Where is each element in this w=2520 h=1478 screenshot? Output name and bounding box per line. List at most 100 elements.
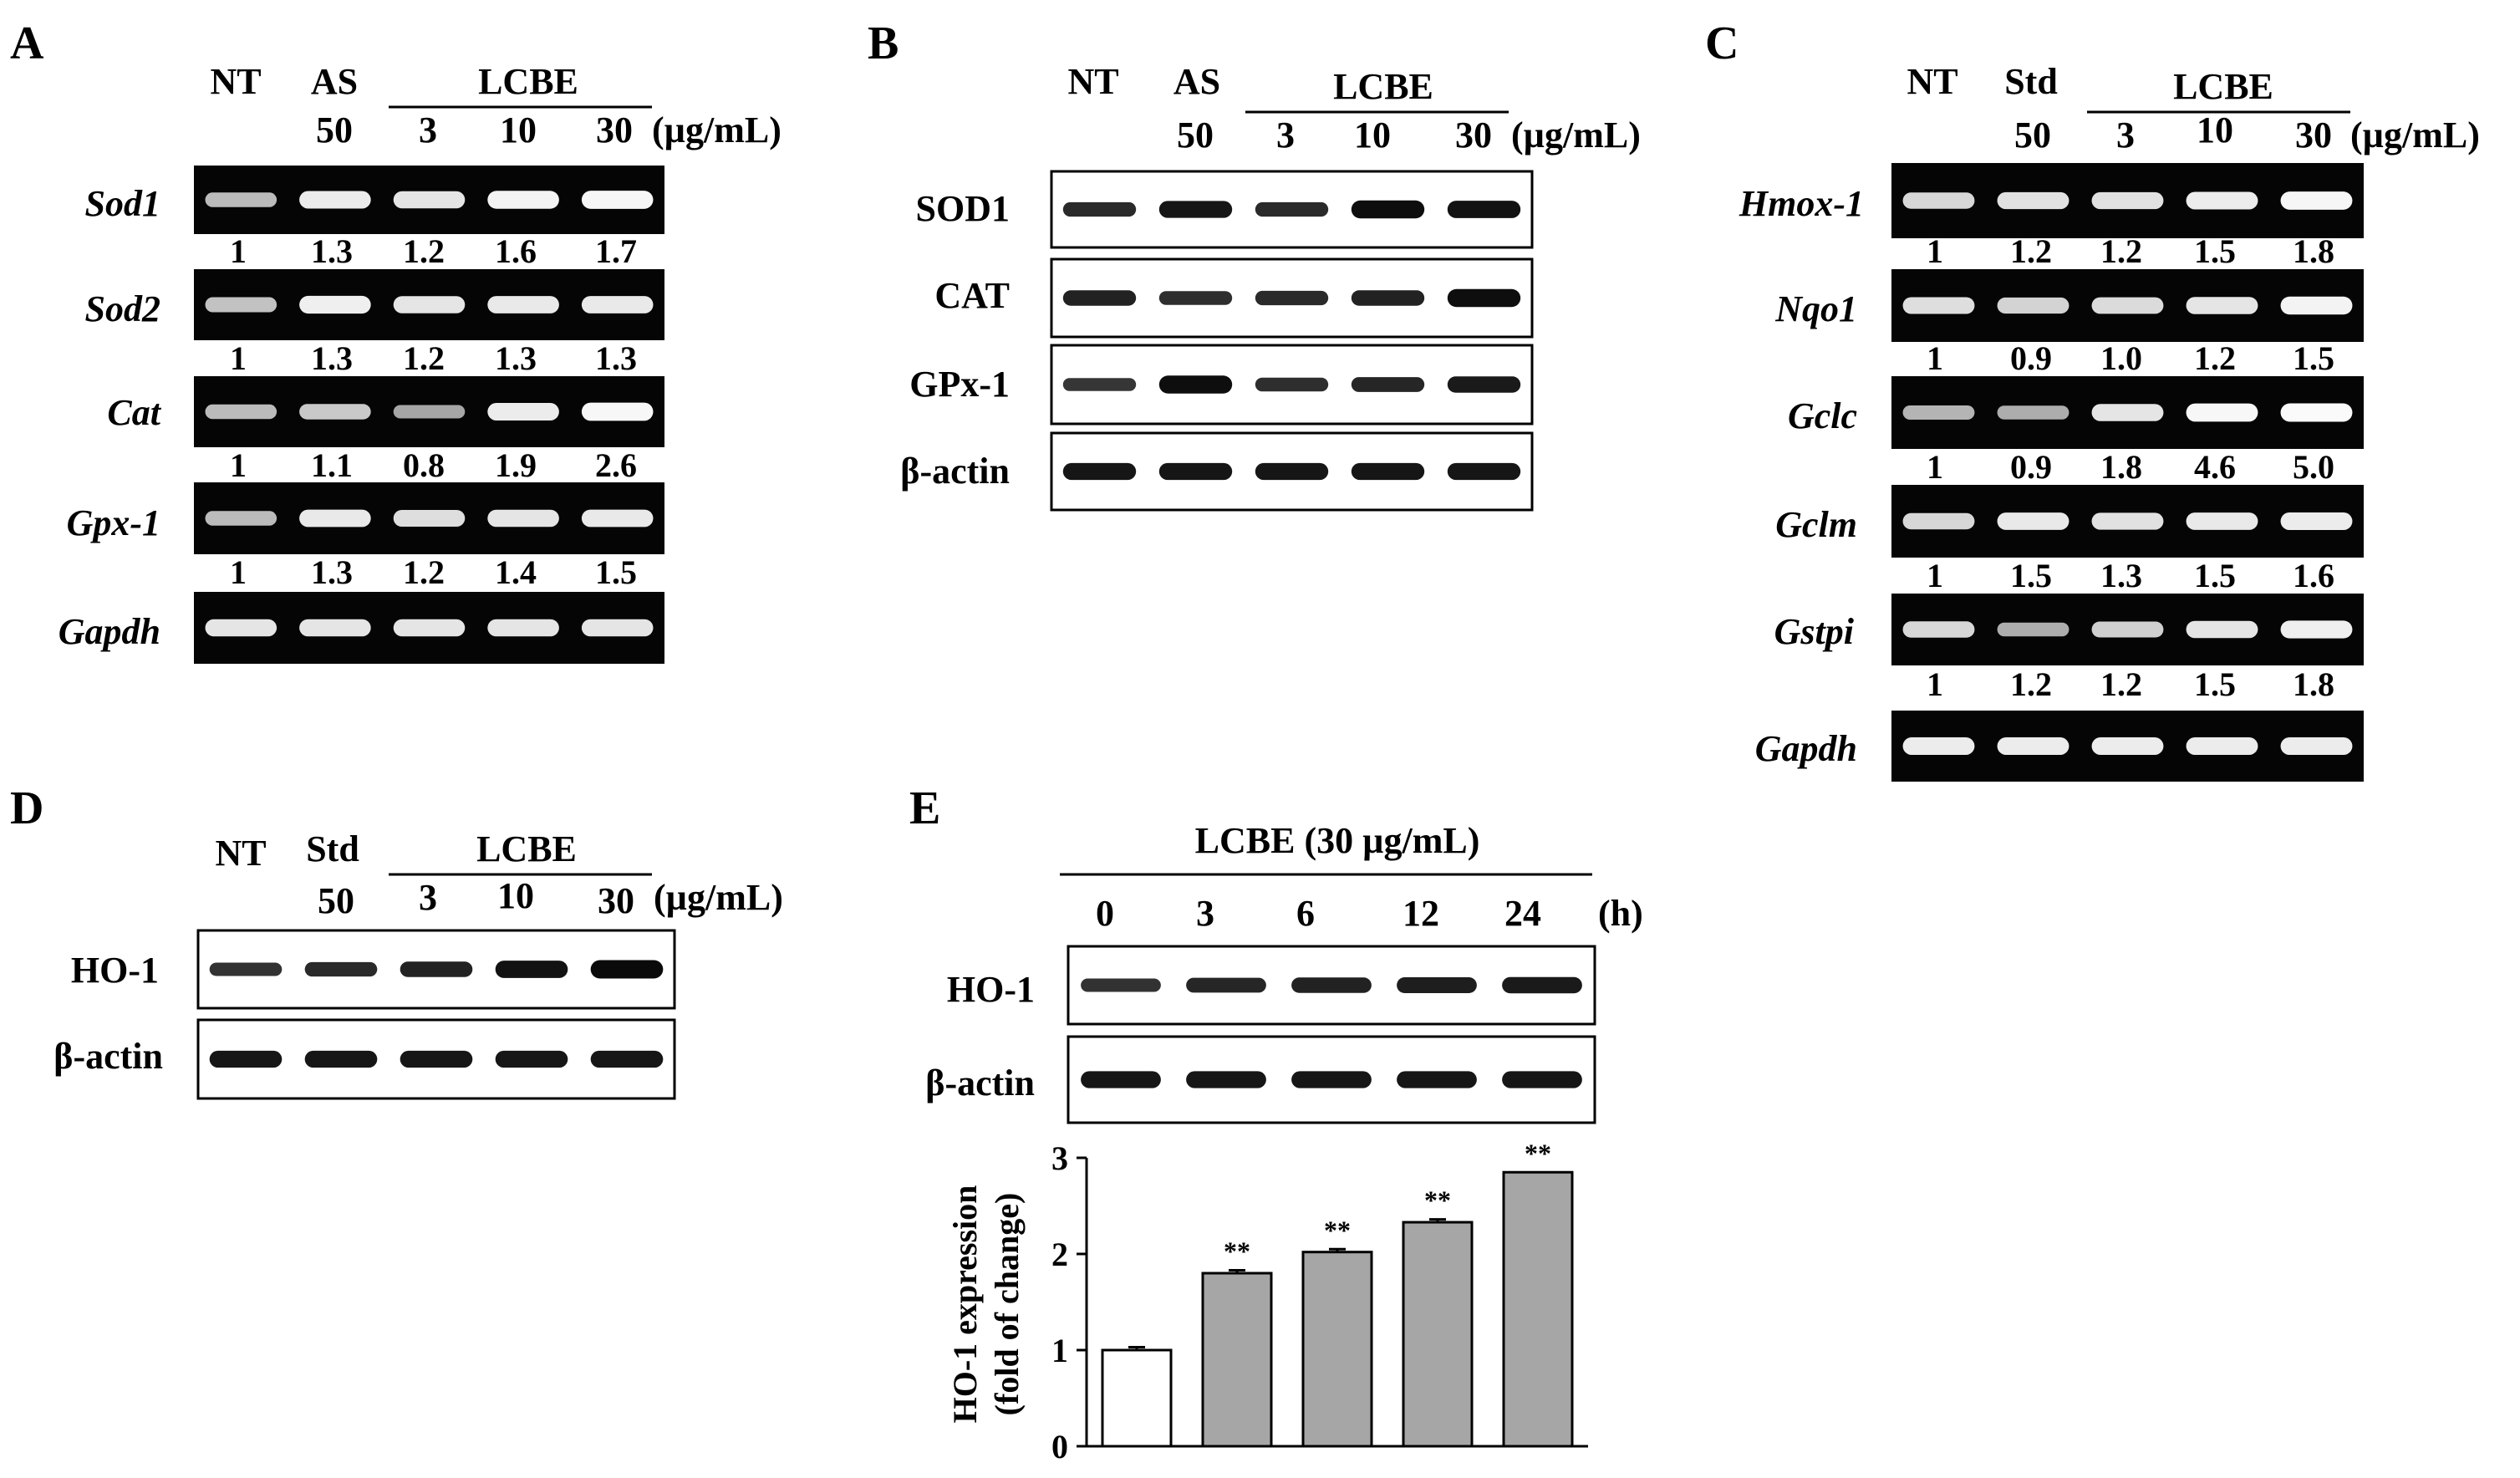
gel-band	[205, 297, 277, 313]
blot-band	[1158, 462, 1233, 481]
blot-band	[1081, 1071, 1161, 1088]
gel-band	[2091, 404, 2164, 421]
gel-band	[2186, 512, 2258, 530]
bar	[1201, 1272, 1273, 1448]
lane-dose: 3	[2116, 115, 2135, 155]
blot-band	[304, 1050, 378, 1068]
significance-marker: **	[1424, 1185, 1451, 1216]
y-tick-label: 3	[1051, 1139, 1068, 1177]
fold-value: 1	[230, 553, 247, 591]
time-unit: (h)	[1598, 893, 1643, 934]
lane-label-as: AS	[311, 61, 358, 102]
gel-strip	[194, 376, 664, 447]
lane-dose-std: 50	[2014, 115, 2051, 155]
gel-band	[581, 296, 654, 313]
gene-label: Nqo1	[1774, 288, 1857, 329]
group-label: LCBE	[476, 828, 577, 869]
lane-dose: 3	[419, 877, 437, 918]
blot-band	[1255, 462, 1329, 481]
blot-band	[1255, 201, 1329, 217]
blot-band	[495, 1050, 568, 1068]
gel-band	[2280, 403, 2353, 422]
unit-label: (µg/mL)	[1511, 115, 1641, 155]
panel-letter: C	[1705, 18, 1739, 69]
gel-band	[393, 191, 466, 209]
fold-value: 1.3	[311, 553, 353, 591]
gel-band	[2091, 621, 2164, 638]
blot-band	[304, 961, 378, 977]
gel-band	[1997, 297, 2069, 314]
gel-band	[393, 619, 466, 637]
protein-label: HO-1	[947, 969, 1035, 1010]
panel-letter: A	[10, 18, 44, 69]
blot-band	[1447, 376, 1521, 393]
unit-label: (µg/mL)	[652, 110, 781, 150]
y-tick-label: 1	[1051, 1332, 1068, 1369]
gel-strip	[194, 592, 664, 664]
lane-label-std: Std	[306, 828, 359, 869]
fold-value: 1.5	[2010, 557, 2052, 594]
fold-value: 1	[230, 339, 247, 377]
lane-dose: 30	[596, 110, 633, 150]
gel-band	[205, 619, 277, 637]
blot-band	[1447, 462, 1521, 481]
bar	[1301, 1251, 1373, 1448]
gel-band	[393, 405, 466, 419]
time-label: 0	[1096, 893, 1114, 934]
blot-strip	[1050, 344, 1534, 426]
blot-band	[590, 960, 664, 979]
fold-value: 1.0	[2100, 339, 2142, 377]
band-group	[1062, 462, 1521, 481]
panel-d: D NT Std 50 LCBE 3 10 30 (µg/mL) HO-1 β-…	[10, 782, 783, 1100]
blot-band	[1351, 462, 1425, 481]
band-group	[205, 191, 654, 209]
gel-band	[1902, 297, 1975, 314]
fold-value: 1.2	[2010, 232, 2052, 270]
significance-marker: **	[1324, 1215, 1351, 1245]
gene-label: Gclc	[1788, 395, 1857, 436]
fold-value: 5.0	[2293, 448, 2334, 486]
significance-marker: **	[1525, 1138, 1551, 1168]
bar	[1402, 1221, 1474, 1448]
gene-label: Hmox-1	[1739, 183, 1864, 224]
gel-strip	[194, 269, 664, 340]
fold-value: 1.3	[495, 339, 537, 377]
band-group	[205, 295, 654, 314]
blot-band	[209, 962, 283, 976]
panel-e: E LCBE (30 µg/mL) 0 3 6 12 24 (h) HO-1 β…	[909, 782, 1643, 1465]
band-group	[209, 960, 664, 979]
protein-label: GPx-1	[909, 364, 1010, 405]
fold-value: 1.4	[495, 553, 537, 591]
blot-band	[1351, 200, 1425, 219]
blot-band	[1158, 291, 1233, 305]
gel-band	[393, 510, 466, 527]
gel-band	[487, 403, 559, 420]
lane-dose: 30	[2295, 115, 2332, 155]
gel-strip	[1891, 376, 2364, 449]
band-group	[205, 619, 654, 637]
fold-value: 1	[1927, 232, 1943, 270]
treatment-label: LCBE (30 µg/mL)	[1195, 820, 1480, 861]
fold-value: 1.8	[2100, 448, 2142, 486]
gel-strip	[194, 482, 664, 554]
fold-value: 1	[1927, 448, 1943, 486]
gel-band	[1902, 512, 1975, 530]
y-tick-label: 2	[1051, 1236, 1068, 1273]
y-axis-label: HO-1 expression	[946, 1185, 984, 1424]
gel-band	[205, 511, 277, 526]
gene-label: Gclm	[1775, 504, 1857, 545]
time-label: 12	[1403, 893, 1439, 934]
blot-band	[1062, 201, 1137, 217]
blot-strip	[196, 929, 676, 1010]
lane-label-std: Std	[2004, 61, 2058, 102]
band-group	[1902, 737, 2353, 755]
gene-label: Cat	[107, 392, 161, 433]
band-group	[1062, 375, 1521, 394]
fold-value: 1.3	[311, 339, 353, 377]
fold-value: 1.5	[2194, 557, 2236, 594]
panel-a: A NT AS 50 LCBE 3 10 30 (µg/mL) Sod1 1 1…	[10, 18, 781, 664]
gene-label: Gpx-1	[67, 502, 160, 543]
lane-dose-as: 50	[316, 110, 353, 150]
blot-strip	[1067, 945, 1596, 1026]
